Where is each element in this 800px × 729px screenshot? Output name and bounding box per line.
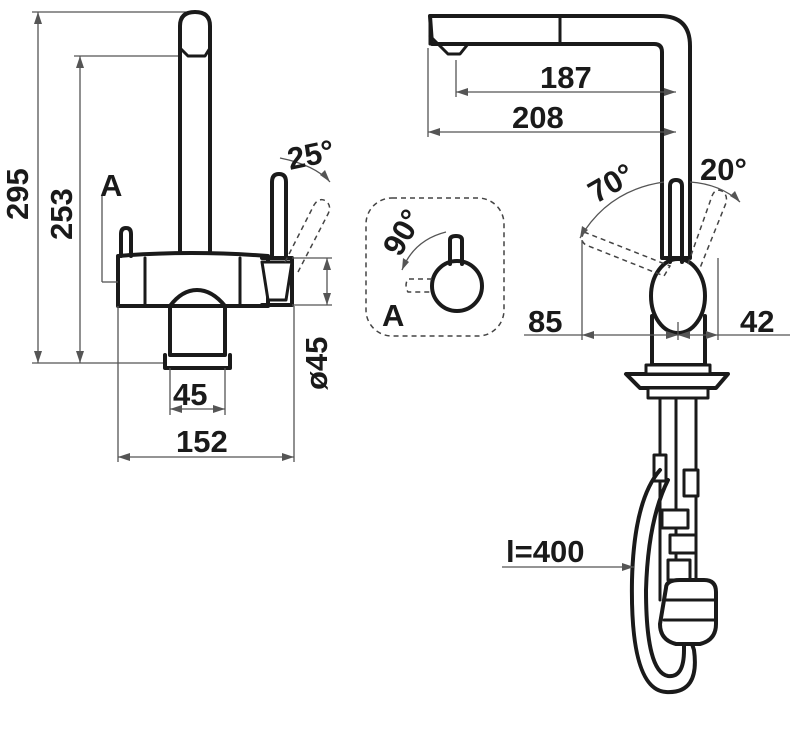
dim-208 bbox=[427, 48, 676, 137]
left-lever bbox=[119, 226, 133, 258]
label-25deg: 25° bbox=[284, 133, 337, 177]
dim-187 bbox=[455, 60, 676, 97]
label-70deg: 70° bbox=[582, 156, 640, 210]
right-knob bbox=[649, 257, 707, 335]
label-295: 295 bbox=[0, 168, 35, 220]
label-dia45: ø45 bbox=[299, 337, 334, 390]
label-187: 187 bbox=[540, 60, 592, 95]
label-45: 45 bbox=[173, 377, 207, 412]
pullout-spout bbox=[428, 14, 692, 260]
label-hose-length: l=400 bbox=[506, 534, 584, 569]
detail-knob bbox=[430, 259, 484, 313]
label-152: 152 bbox=[176, 424, 228, 459]
dim-dia45 bbox=[292, 257, 332, 306]
left-spout bbox=[178, 10, 212, 255]
left-faucet-view: 295 253 25° A ø45 45 152 bbox=[0, 10, 337, 462]
label-90deg: 90° bbox=[376, 203, 430, 261]
dim-253 bbox=[74, 55, 180, 363]
detail-view: 90° A bbox=[365, 197, 505, 337]
label-42: 42 bbox=[740, 304, 774, 339]
label-253: 253 bbox=[44, 188, 79, 240]
label-85: 85 bbox=[528, 304, 562, 339]
label-20deg: 20° bbox=[700, 152, 747, 187]
label-marker-a-left: A bbox=[100, 168, 122, 203]
right-lever bbox=[270, 172, 288, 258]
right-faucet-view: 187 208 70° 20° 85 42 l=400 bbox=[427, 14, 790, 695]
dim-45 bbox=[169, 368, 226, 415]
label-marker-a-detail: A bbox=[382, 298, 404, 333]
pullout-hose bbox=[629, 468, 697, 695]
left-body bbox=[116, 251, 270, 308]
dim-295 bbox=[32, 11, 195, 364]
dim-152 bbox=[117, 306, 295, 462]
hose-weight bbox=[658, 578, 718, 646]
spout-tip bbox=[178, 46, 212, 58]
label-208: 208 bbox=[512, 100, 564, 135]
deck-plate bbox=[624, 372, 730, 390]
dim-85-42 bbox=[524, 240, 790, 340]
under-deck-assembly bbox=[629, 396, 718, 695]
